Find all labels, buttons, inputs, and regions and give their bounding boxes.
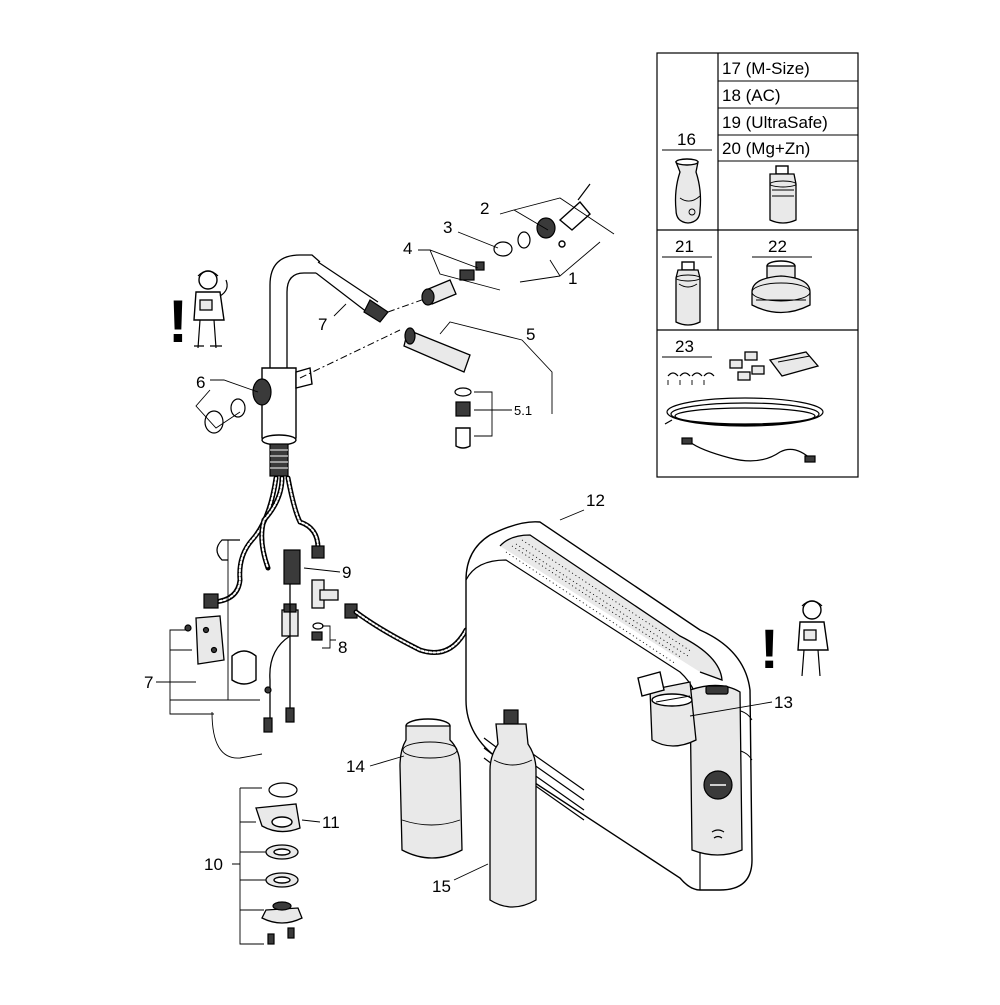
callout-1: 1 [568, 269, 577, 288]
warning-installer-left: ! [168, 270, 228, 355]
spout-outlet [363, 299, 389, 323]
part-18-label: 18 (AC) [722, 86, 781, 105]
filter-head-16-icon [674, 158, 702, 224]
callout-11: 11 [322, 813, 340, 832]
faucet-assembly [204, 183, 591, 477]
spare-parts-table: 17 (M-Size) 18 (AC) 19 (UltraSafe) 20 (M… [656, 52, 859, 478]
installer-figure-icon [797, 600, 829, 677]
part-16-label: 16 [677, 130, 696, 149]
callout-4: 4 [403, 239, 412, 258]
callout-12: 12 [586, 491, 605, 510]
control-panel [689, 684, 743, 856]
callout-5: 5 [526, 325, 535, 344]
part-19-label: 19 (UltraSafe) [722, 113, 828, 132]
callout-8: 8 [338, 638, 347, 657]
part-9-valve [283, 549, 301, 585]
supply-hoses [203, 475, 469, 759]
aerator-part-4 [421, 261, 485, 306]
callout-5-1: 5.1 [514, 403, 532, 418]
washer-part-3 [493, 241, 513, 257]
installer-figure-icon [193, 270, 228, 349]
callout-2: 2 [480, 199, 489, 218]
callout-7-top: 7 [318, 315, 327, 334]
part-5-1-set [454, 387, 472, 449]
bottle-21-icon [675, 261, 701, 326]
callout-9: 9 [342, 563, 351, 582]
part-17-label: 17 (M-Size) [722, 59, 810, 78]
mounting-bracket-7 [184, 615, 272, 694]
filter-head-13 [637, 671, 697, 747]
faucet-body [261, 367, 297, 443]
callout-7-bottom: 7 [144, 673, 153, 692]
part-2-set [517, 183, 591, 249]
threaded-shank [269, 443, 289, 477]
callout-14: 14 [346, 757, 365, 776]
o-rings-part-6 [204, 398, 246, 434]
tee-connector-8 [311, 579, 339, 641]
callout-6: 6 [196, 373, 205, 392]
callout-15: 15 [432, 877, 451, 896]
pull-out-spray-5 [403, 327, 471, 373]
callout-10: 10 [204, 855, 223, 874]
part-23-label: 23 [675, 337, 694, 356]
cartridge-opening [252, 378, 272, 406]
warning-installer-right: ! [760, 600, 829, 680]
filter-head-22-icon [751, 260, 811, 314]
part-20-label: 20 (Mg+Zn) [722, 139, 810, 158]
warning-exclamation-right: ! [760, 617, 779, 680]
filter-cartridge-17-20-icon [769, 165, 797, 224]
callout-13: 13 [774, 693, 793, 712]
hose-set-23-icon [664, 351, 824, 463]
chiller-unit-12 [465, 521, 753, 891]
part-21-label: 21 [675, 237, 694, 256]
table-border [656, 52, 859, 478]
mounting-kit-10 [255, 782, 303, 945]
co2-cylinder-15 [489, 709, 537, 908]
filter-cartridge-14 [399, 718, 463, 859]
warning-exclamation-left: ! [168, 288, 188, 355]
part-22-label: 22 [768, 237, 787, 256]
callouts: 1 2 3 4 5 5.1 6 7 7 8 9 10 11 [144, 197, 793, 945]
callout-3: 3 [443, 218, 452, 237]
